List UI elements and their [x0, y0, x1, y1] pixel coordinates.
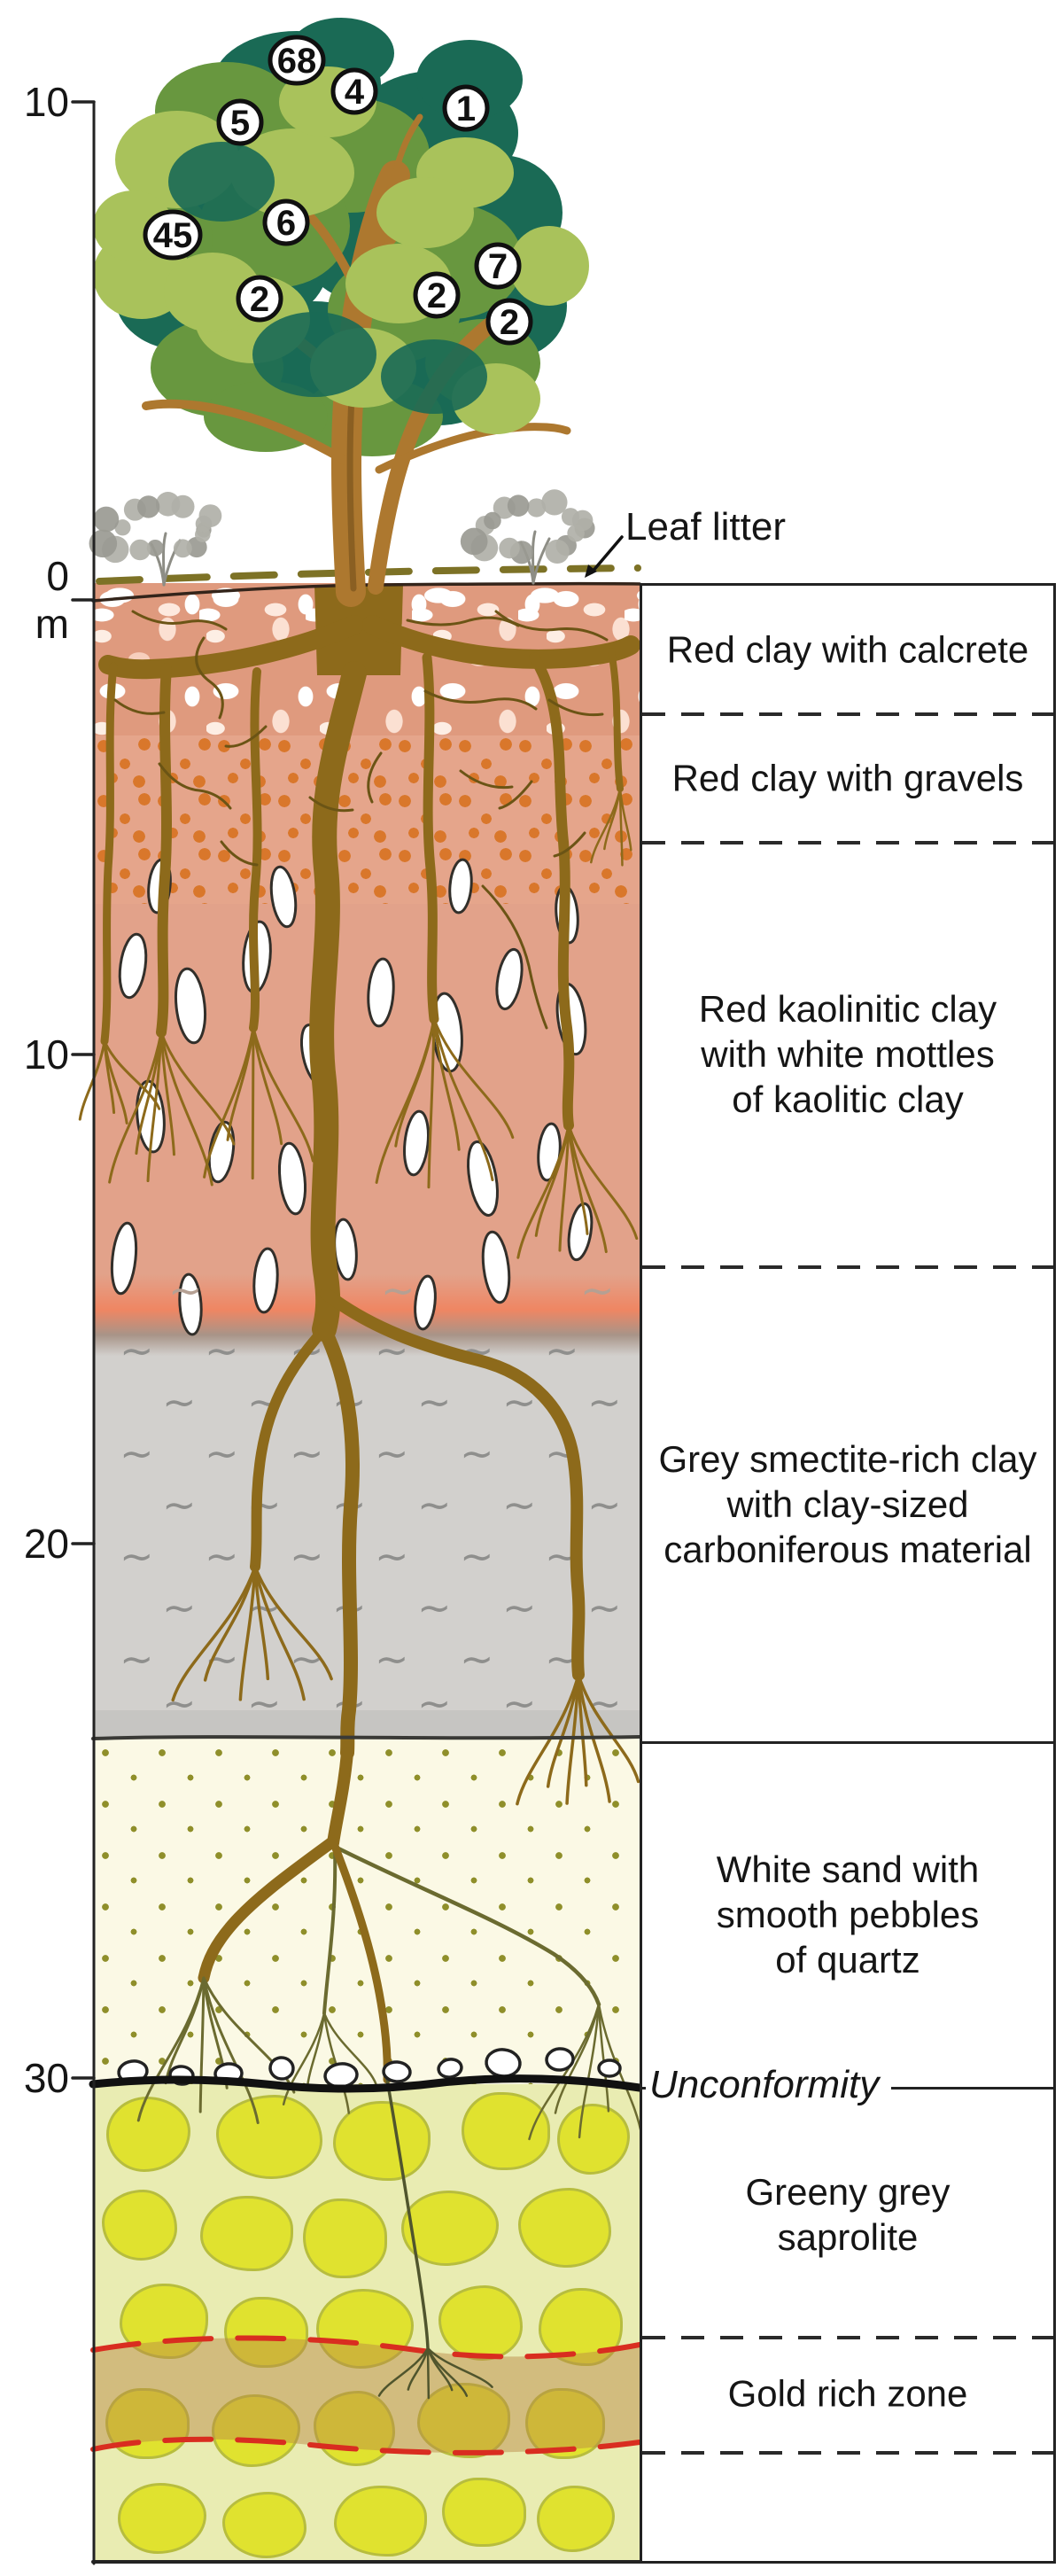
separator-dashed-4 [642, 2336, 1053, 2339]
tree-trunk [142, 113, 571, 607]
calcrete-white-band [93, 583, 640, 624]
tree-badge: 4 [330, 67, 378, 115]
saprolite-blob [438, 2285, 523, 2362]
saprolite-blob [556, 2103, 630, 2175]
tree-badge-value: 68 [277, 42, 317, 81]
saprolite-blob [518, 2188, 612, 2269]
saprolite-blob [332, 2100, 431, 2181]
label-greeny-grey-saprolite: Greeny grey saprolite [745, 2170, 950, 2258]
saprolite-blob [224, 2297, 309, 2369]
saprolite-blob [333, 2485, 427, 2557]
tree-badge: 45 [143, 209, 203, 261]
saprolite-blob [461, 2092, 550, 2171]
smectite-bottom-band [93, 1710, 640, 1739]
layer-white-sand [93, 1739, 640, 2084]
tree-crown-front [93, 66, 589, 434]
saprolite-blob [117, 2483, 206, 2555]
label-white-sand: White sand with smooth pebbles of quartz [716, 1848, 980, 1981]
tree-badge-value: 5 [230, 104, 250, 143]
saprolite-blob [417, 2383, 511, 2458]
separator-solid-sand [642, 1741, 1053, 1744]
tree-badge-value: 2 [250, 280, 269, 319]
depth-axis [71, 100, 96, 2565]
saprolite-blob [106, 2097, 190, 2173]
tree-badge-value: 2 [427, 276, 446, 315]
tree-badge: 5 [216, 98, 264, 146]
saprolite-blob [537, 2486, 616, 2553]
tree-badge-value: 45 [153, 216, 193, 255]
saprolite-blob [221, 2491, 306, 2558]
saprolite-blob [200, 2195, 294, 2271]
layer-greeny-grey-saprolite [93, 2084, 640, 2564]
tree-crown [106, 18, 567, 456]
axis-tick-10: 10 [23, 1031, 69, 1078]
shrubs [89, 489, 595, 587]
saprolite-blob [539, 2288, 624, 2367]
saprolite-blob [442, 2478, 527, 2548]
tree-badge-value: 4 [345, 73, 365, 112]
tree-badge: 7 [474, 242, 522, 290]
tree-badge-value: 6 [276, 204, 296, 243]
saprolite-blob [315, 2289, 414, 2370]
label-red-kaolinitic-clay: Red kaolinitic clay with white mottles o… [698, 988, 997, 1121]
tree-badge-value: 7 [488, 247, 508, 286]
tree-badge: 2 [485, 298, 533, 346]
label-red-clay-calcrete: Red clay with calcrete [666, 628, 1029, 671]
label-red-clay-gravels: Red clay with gravels [671, 757, 1024, 799]
label-gold-rich-zone: Gold rich zone [727, 2372, 968, 2415]
tree-badge: 2 [413, 271, 461, 319]
separator-dashed-3 [642, 1265, 1053, 1269]
tree-badge: 1 [442, 84, 490, 132]
saprolite-blob [401, 2191, 500, 2267]
kaolinitic-orange-band [93, 1274, 640, 1310]
label-grey-smectite-clay: Grey smectite-rich clay with clay-sized … [658, 1438, 1037, 1571]
separator-dashed-5 [642, 2451, 1053, 2455]
tree-badge-value: 2 [500, 303, 519, 342]
saprolite-blob [119, 2283, 208, 2359]
tree-badges: 68 4 1 5 45 6 7 2 2 2 [143, 35, 533, 346]
soil-column [93, 583, 640, 2564]
tree-badge-value: 1 [456, 89, 476, 128]
label-unconformity: Unconformity [646, 2060, 892, 2109]
axis-tick-0m: 0 m [35, 553, 69, 647]
axis-tick-20: 20 [23, 1521, 69, 1567]
tree-badge: 68 [268, 35, 326, 86]
saprolite-blob [302, 2199, 387, 2279]
tree-badge: 2 [236, 275, 283, 323]
separator-dashed-2 [642, 841, 1053, 844]
layer-red-kaolinitic-clay [93, 904, 640, 1274]
axis-tick-30: 30 [23, 2055, 69, 2101]
separator-dashed-1 [642, 712, 1053, 716]
tree-badge: 6 [262, 198, 310, 246]
saprolite-blob [212, 2393, 301, 2467]
saprolite-blob [101, 2189, 177, 2261]
label-leaf-litter: Leaf litter [625, 505, 786, 549]
saprolite-blob [105, 2388, 190, 2460]
leaf-litter-arrow [585, 535, 624, 578]
axis-tick-10-above: 10 [23, 79, 69, 125]
saprolite-blob [525, 2388, 606, 2460]
layer-label-panel: Red clay with calcrete Red clay with gra… [640, 583, 1056, 2564]
layer-grey-smectite-clay [93, 1356, 640, 1739]
saprolite-blob [216, 2094, 323, 2179]
layer-red-clay-gravels [93, 735, 640, 904]
clay-to-smectite-gradient [93, 1310, 640, 1356]
saprolite-blob [314, 2390, 396, 2466]
